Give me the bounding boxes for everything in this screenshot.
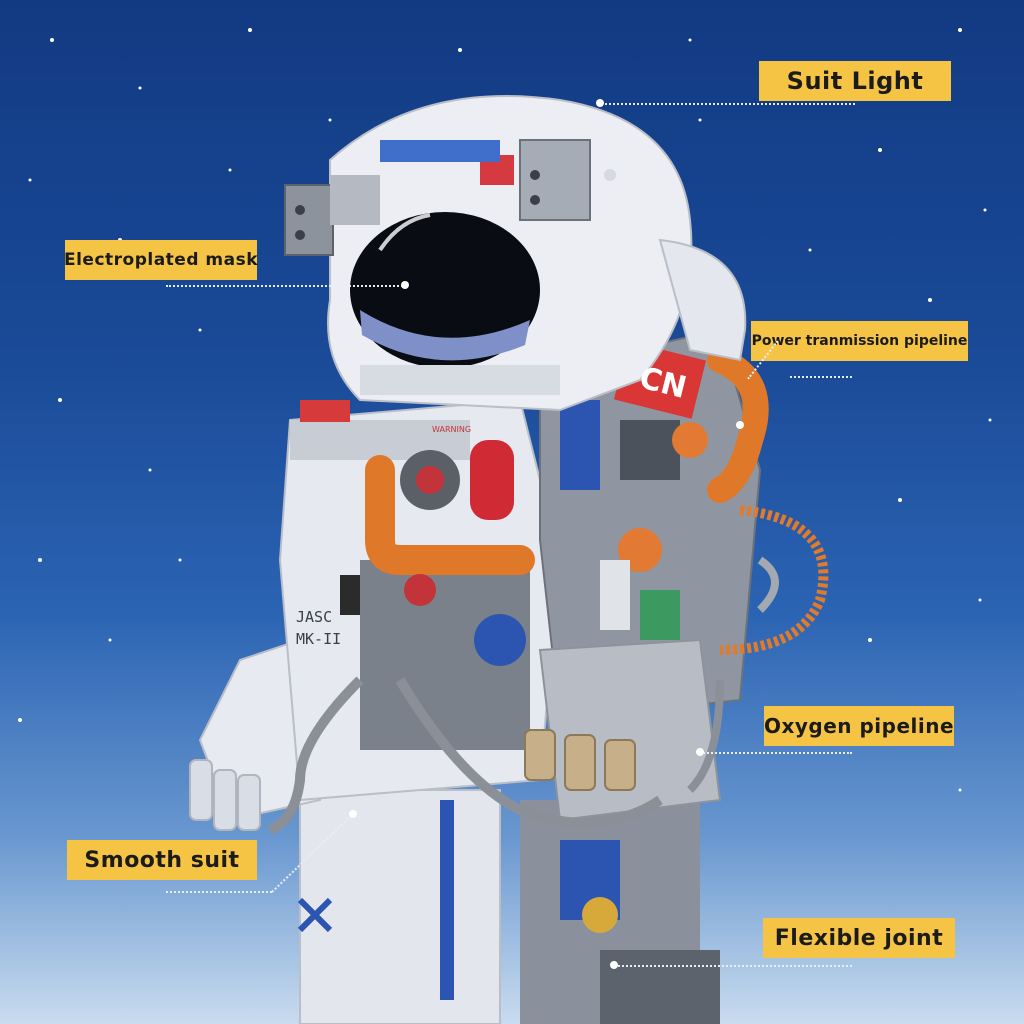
oxygen-pipeline-leader-line	[700, 752, 852, 754]
suit-light-anchor-dot	[596, 99, 604, 107]
electroplated-mask-label: Electroplated mask	[64, 240, 258, 280]
flexible-joint-anchor-dot	[610, 961, 618, 969]
power-pipeline-leader-line	[790, 376, 852, 378]
chest-code-line-1: JASC	[296, 608, 332, 626]
smooth-suit-leader-line	[166, 891, 272, 893]
smooth-suit-anchor-dot	[349, 810, 357, 818]
flexible-joint-label: Flexible joint	[763, 918, 955, 958]
electroplated-mask-leader-line	[166, 285, 406, 287]
starfield	[18, 28, 992, 792]
suit-light-label: Suit Light	[759, 61, 951, 101]
warning-sticker-text: WARNING	[432, 425, 471, 434]
oxygen-pipeline-label: Oxygen pipeline	[764, 706, 954, 746]
smooth-suit-label: Smooth suit	[67, 840, 257, 880]
flexible-joint-leader-line	[614, 965, 852, 967]
power-pipeline-anchor-dot	[736, 421, 744, 429]
suit-light-leader-line	[600, 103, 855, 105]
oxygen-pipeline-anchor-dot	[696, 748, 704, 756]
electroplated-mask-anchor-dot	[401, 281, 409, 289]
power-pipeline-label: Power tranmission pipeline	[751, 321, 968, 361]
chest-code-line-2: MK-II	[296, 630, 341, 648]
